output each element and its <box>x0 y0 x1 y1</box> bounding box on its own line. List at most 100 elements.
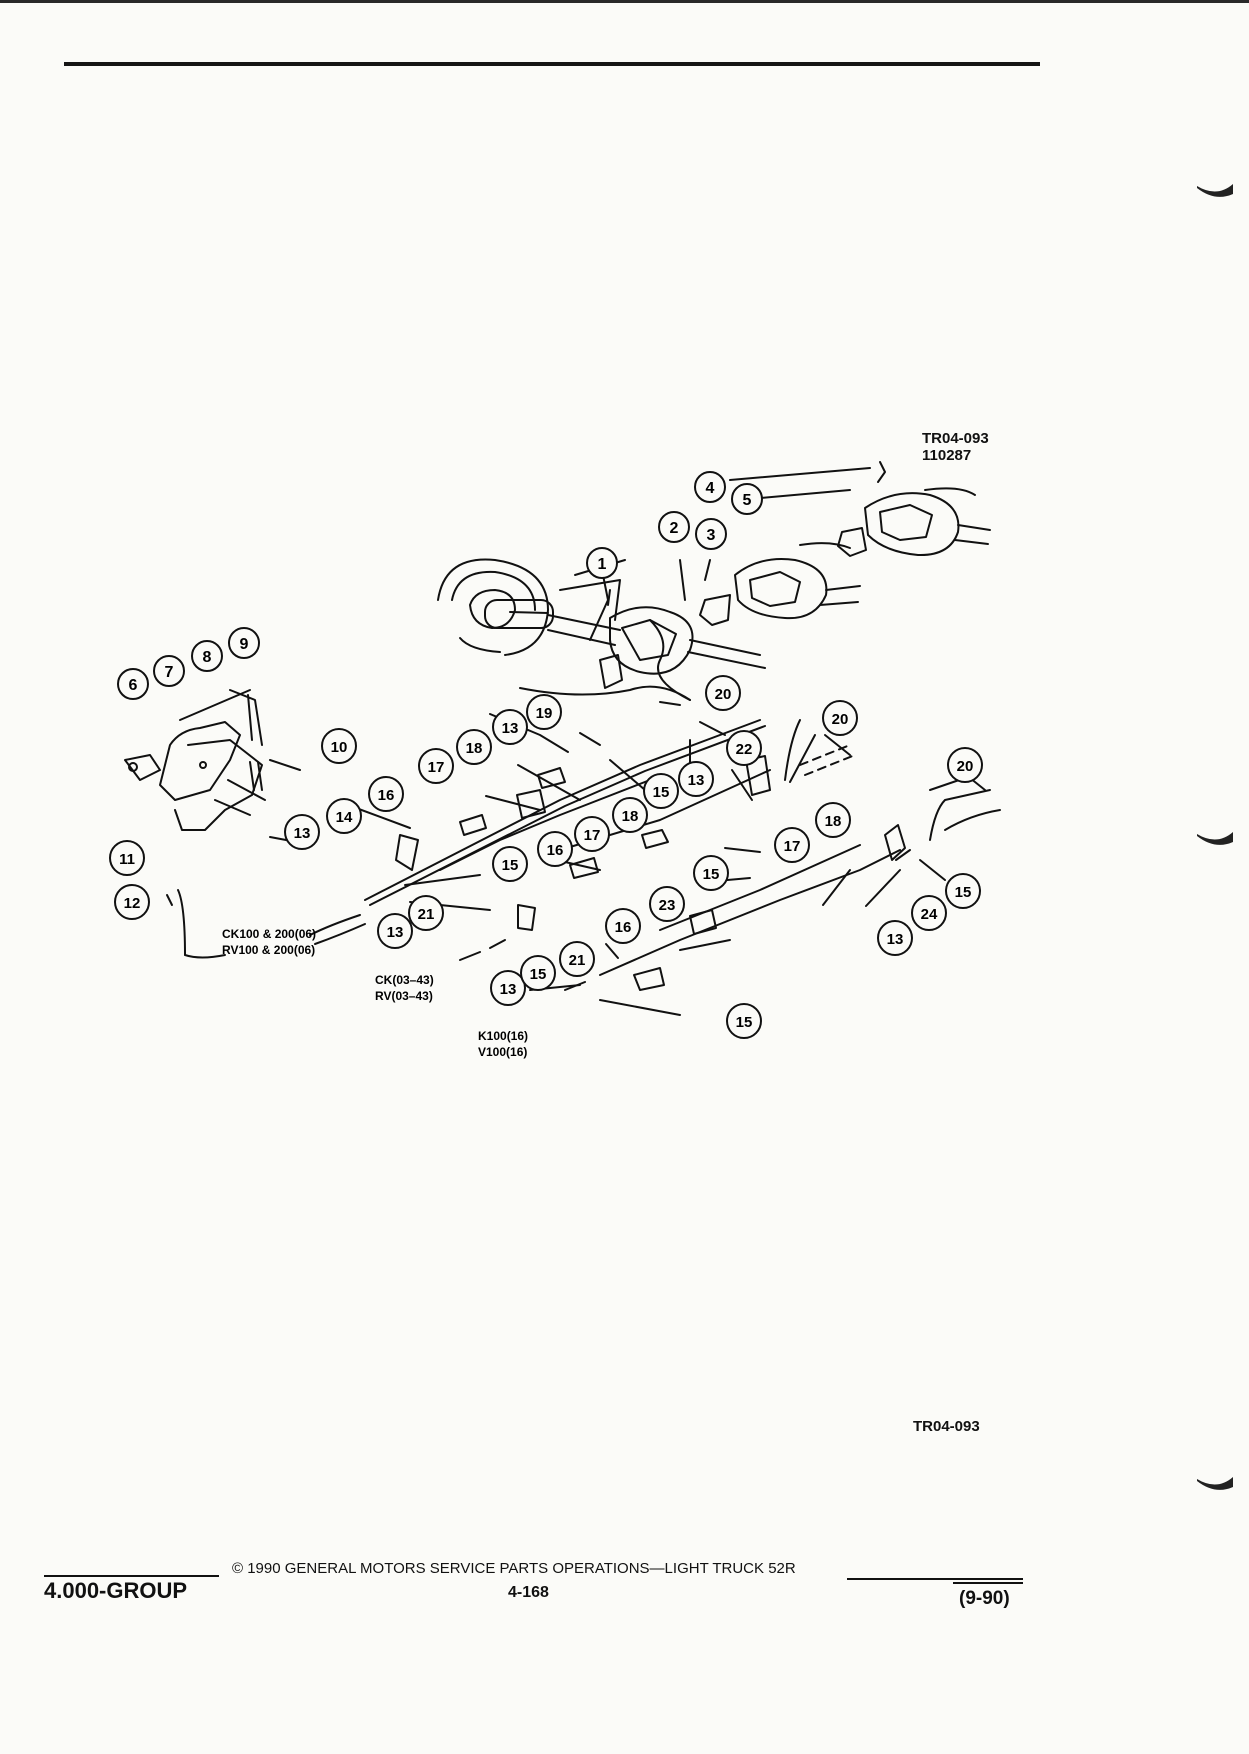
figure-reference: TR04-093 110287 <box>922 430 989 464</box>
figure-code-bottom: TR04-093 <box>913 1418 980 1435</box>
model-label: V100(16) <box>478 1045 527 1059</box>
callout-8-text: 8 <box>203 649 212 666</box>
callout-13a: 13 <box>492 709 528 745</box>
page-top-edge <box>0 0 1249 3</box>
callout-15e: 15 <box>945 873 981 909</box>
callout-20a: 20 <box>705 675 741 711</box>
callout-15b: 15 <box>492 846 528 882</box>
callout-13-text: 13 <box>887 931 904 948</box>
model-labels: CK100 & 200(06) RV100 & 200(06) CK(03–43… <box>222 927 528 1059</box>
callout-17-text: 17 <box>428 759 445 776</box>
callout-2: 2 <box>658 511 690 543</box>
callout-15-text: 15 <box>736 1014 753 1031</box>
callout-15-text: 15 <box>703 866 720 883</box>
figure-code: TR04-093 <box>922 430 989 447</box>
cable-runs-drawing <box>177 619 1001 976</box>
callout-20c: 20 <box>947 747 983 783</box>
callout-9: 9 <box>228 627 260 659</box>
callout-4-text: 4 <box>706 480 715 497</box>
callout-21b: 21 <box>559 941 595 977</box>
callout-16-text: 16 <box>378 787 395 804</box>
callout-5-text: 5 <box>743 492 752 509</box>
callout-16c: 16 <box>605 908 641 944</box>
callout-3: 3 <box>695 518 727 550</box>
callout-23-text: 23 <box>659 897 676 914</box>
footer-group: 4.000-GROUP <box>44 1575 219 1604</box>
callout-17c: 17 <box>774 827 810 863</box>
callout-18c: 18 <box>815 802 851 838</box>
callout-13f: 13 <box>877 920 913 956</box>
callout-9-text: 9 <box>240 636 249 653</box>
callout-15f: 15 <box>726 1003 762 1039</box>
callout-20-text: 20 <box>715 686 732 703</box>
callout-15c: 15 <box>693 855 729 891</box>
binder-tab-mark <box>1197 184 1233 197</box>
callout-18-text: 18 <box>622 808 639 825</box>
callout-13-text: 13 <box>387 924 404 941</box>
callout-2-text: 2 <box>670 520 679 537</box>
callout-13e: 13 <box>490 970 526 1006</box>
callout-14: 14 <box>326 798 362 834</box>
callout-7-text: 7 <box>165 664 174 681</box>
callout-15-text: 15 <box>502 857 519 874</box>
callout-18-text: 18 <box>825 813 842 830</box>
callout-20-text: 20 <box>957 758 974 775</box>
callout-12-text: 12 <box>124 895 141 912</box>
page-number: 4-168 <box>508 1584 549 1601</box>
callout-13b: 13 <box>678 761 714 797</box>
callout-18-text: 18 <box>466 740 483 757</box>
footer-date-rule <box>953 1582 1023 1584</box>
model-label: K100(16) <box>478 1029 528 1043</box>
callout-21-text: 21 <box>418 906 435 923</box>
callout-15a: 15 <box>643 773 679 809</box>
figure-number: 110287 <box>922 447 972 464</box>
callout-17a: 17 <box>418 748 454 784</box>
callout-17-text: 17 <box>584 827 601 844</box>
callout-15-text: 15 <box>530 966 547 983</box>
callout-17b: 17 <box>574 816 610 852</box>
callout-13-text: 13 <box>502 720 519 737</box>
callout-14-text: 14 <box>336 809 353 826</box>
footer-date: (9-90) <box>959 1588 1010 1609</box>
header-rule <box>64 62 1040 66</box>
callout-19-text: 19 <box>536 705 553 722</box>
model-label: CK100 & 200(06) <box>222 927 316 941</box>
callout-12: 12 <box>114 884 150 920</box>
callout-16-text: 16 <box>615 919 632 936</box>
callout-16-text: 16 <box>547 842 564 859</box>
callout-15-text: 15 <box>653 784 670 801</box>
footer-rule <box>847 1578 1023 1580</box>
callout-11: 11 <box>109 840 145 876</box>
callout-22: 22 <box>726 730 762 766</box>
callouts: 1 2 3 4 5 6 7 8 9 10 11 12 13 13 13 13 1… <box>109 471 983 1039</box>
model-label: CK(03–43) <box>375 973 434 987</box>
callout-7: 7 <box>153 655 185 687</box>
brake-pedal-assembly-drawing <box>124 689 266 831</box>
callout-1: 1 <box>586 547 618 579</box>
callout-11-text: 11 <box>119 851 135 868</box>
callout-24-text: 24 <box>921 906 938 923</box>
callout-5: 5 <box>731 483 763 515</box>
callout-18b: 18 <box>612 797 648 833</box>
callout-13-text: 13 <box>688 772 705 789</box>
callout-21-text: 21 <box>569 952 586 969</box>
center-differential-drawing <box>699 542 861 626</box>
callout-13-text: 13 <box>294 825 311 842</box>
callout-20b: 20 <box>822 700 858 736</box>
rear-axle-drawing <box>547 559 766 675</box>
callout-19: 19 <box>526 694 562 730</box>
model-label: RV(03–43) <box>375 989 433 1003</box>
callout-10-text: 10 <box>331 739 348 756</box>
footer-copyright: © 1990 GENERAL MOTORS SERVICE PARTS OPER… <box>232 1560 796 1577</box>
callout-21a: 21 <box>408 895 444 931</box>
model-label: RV100 & 200(06) <box>222 943 315 957</box>
callout-17-text: 17 <box>784 838 801 855</box>
callout-24: 24 <box>911 895 947 931</box>
callout-1-text: 1 <box>598 556 607 573</box>
callout-23: 23 <box>649 886 685 922</box>
callout-16a: 16 <box>368 776 404 812</box>
callout-4: 4 <box>694 471 726 503</box>
callout-13d: 13 <box>377 913 413 949</box>
callout-6-text: 6 <box>129 677 138 694</box>
